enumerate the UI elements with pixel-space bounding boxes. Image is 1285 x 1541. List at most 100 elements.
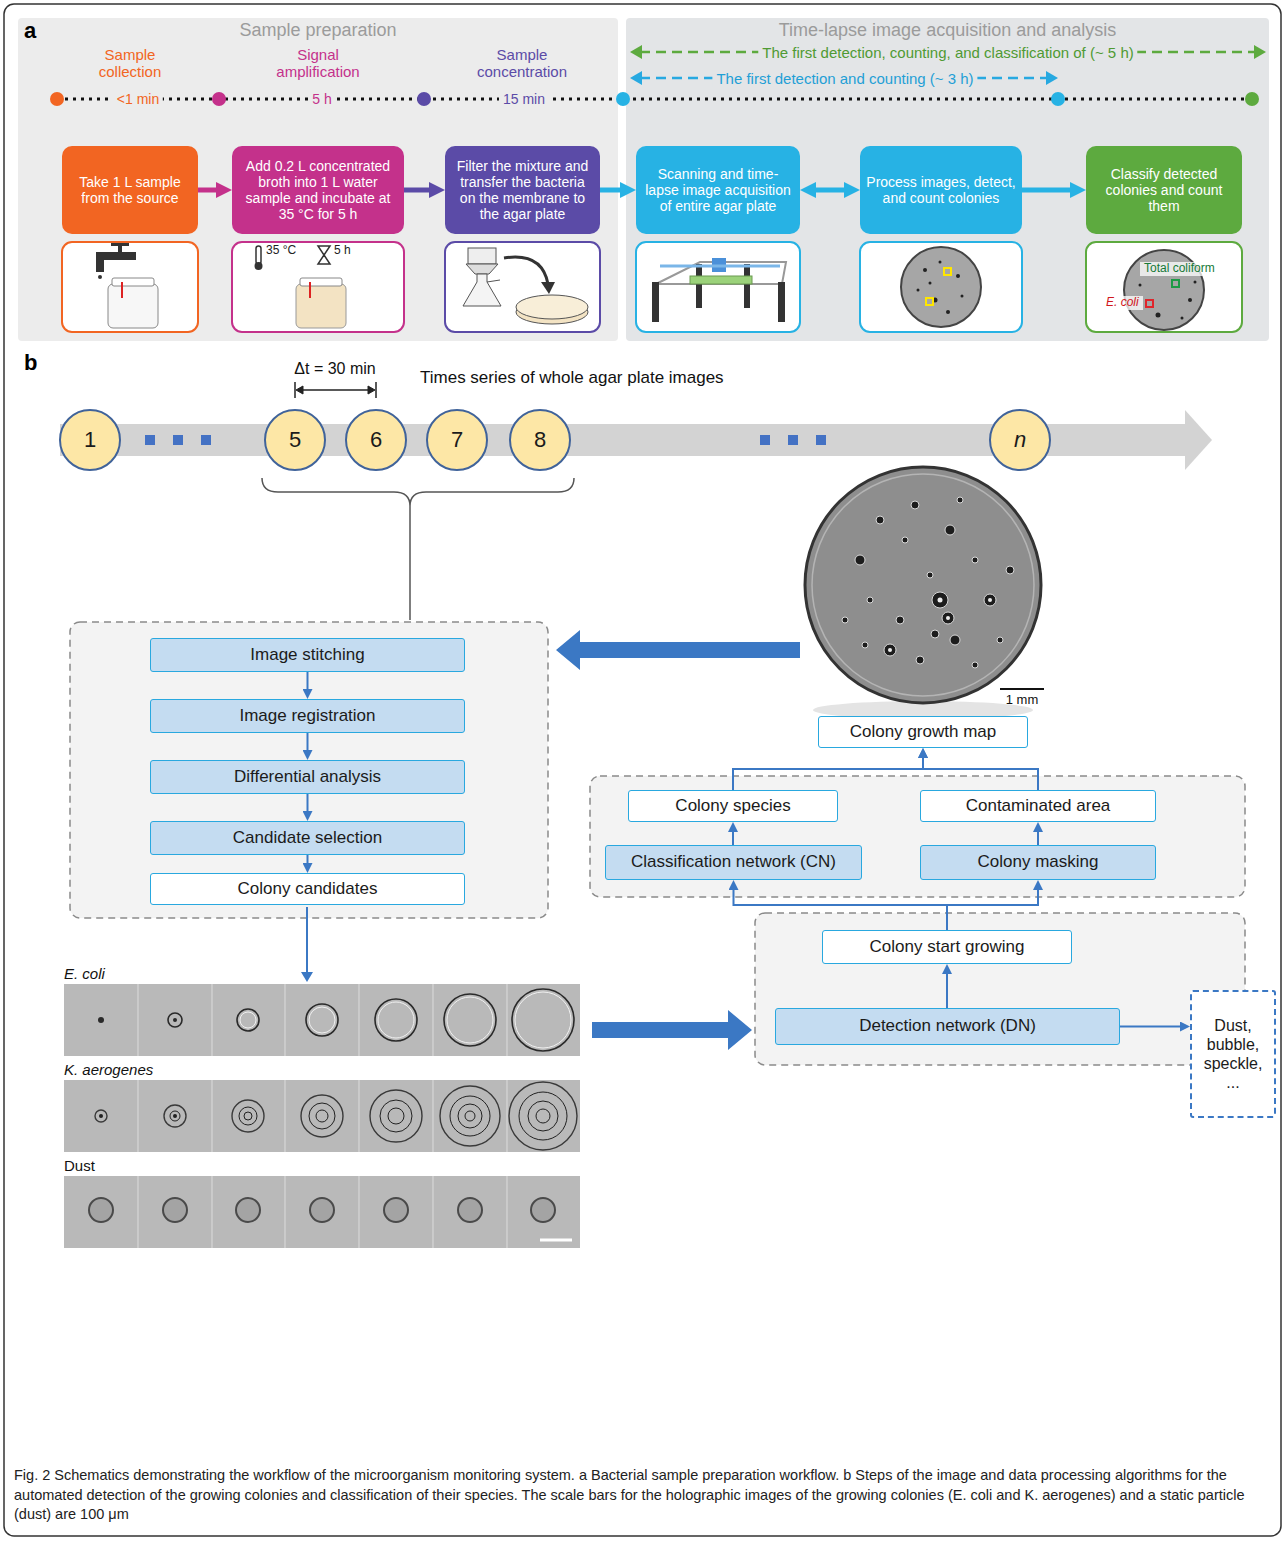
jar-icon (121, 282, 123, 298)
colony-image (95, 1110, 107, 1122)
plate-image (984, 594, 996, 606)
filter-icon (541, 282, 555, 294)
plate-image (997, 637, 1003, 643)
annotation-label: Sample collection (75, 46, 185, 81)
duration-arrow (630, 71, 642, 85)
agar-plate (1172, 280, 1179, 287)
timeline (50, 92, 64, 106)
image-frame (62, 242, 1242, 332)
dust-image (89, 1198, 113, 1222)
agar-plate (917, 289, 920, 292)
plate-image (988, 598, 992, 602)
block-arrow (592, 1010, 752, 1050)
dust-image (310, 1198, 334, 1222)
connector-arrow (1120, 1026, 1182, 1028)
node-text: Colony masking (978, 852, 1099, 872)
filter-icon (504, 257, 548, 284)
connector-arrow (600, 188, 623, 193)
frame-circle: n (989, 409, 1051, 471)
dust-image (531, 1198, 555, 1222)
node-text: Detection network (DN) (859, 1016, 1036, 1036)
filter-icon (463, 274, 501, 306)
panel-background (18, 18, 1269, 341)
colony-image (244, 1112, 252, 1120)
hourglass-icon (318, 246, 330, 264)
node-text: Dust, bubble, speckle, ... (1196, 1016, 1270, 1093)
connector-arrow (813, 188, 847, 193)
plate-image (842, 497, 1014, 668)
colony-image (528, 1101, 558, 1131)
connector-arrow (307, 672, 309, 691)
thermometer-icon (255, 262, 263, 270)
timeline (50, 92, 1259, 106)
agar-plate (944, 268, 951, 275)
plate-image (950, 635, 960, 645)
connector-arrow (732, 830, 734, 845)
block-arrow (556, 630, 800, 1050)
timeline (616, 92, 630, 106)
node-text: Differential analysis (234, 767, 381, 787)
node-text: Time-lapse image acquisition and analysi… (626, 20, 1269, 41)
colony-image (98, 1017, 104, 1023)
colony-image (380, 1100, 412, 1132)
filter-icon (463, 248, 588, 324)
annotation-label: 5 h (334, 244, 351, 258)
colony-image (301, 1095, 343, 1137)
annotation-label: Dust (64, 1157, 95, 1174)
annotation-label: 15 min (499, 91, 549, 107)
connector-arrow (307, 794, 309, 813)
annotation-label: The first detection and counting (~ 3 h) (712, 70, 977, 87)
scanner-icon (660, 265, 780, 268)
node-text: Take 1 L sample from the source (68, 174, 192, 206)
agar-plate (1139, 284, 1142, 287)
filter-icon (468, 248, 496, 264)
interval-marker (368, 386, 375, 394)
agar-plate (929, 282, 932, 285)
time-band (60, 424, 1185, 456)
panel-background (18, 18, 618, 341)
jar-icon (108, 278, 346, 328)
block-arrow (556, 630, 800, 670)
colony-image (447, 997, 493, 1043)
colony-strip (138, 984, 507, 1248)
colony-image (240, 1012, 256, 1028)
thermometer-icon (256, 246, 261, 264)
node-text: Scanning and time-lapse image acquisitio… (642, 166, 794, 214)
plate-image (805, 467, 1041, 703)
agar-plate (956, 274, 960, 278)
filter-icon (487, 280, 500, 282)
image-frame (232, 242, 404, 332)
annotation-label: 1 mm (1006, 693, 1039, 708)
connector-arrow (947, 888, 1038, 930)
frame-circle: 1 (59, 409, 121, 471)
annotation-label: 35 °C (266, 244, 296, 258)
jar-icon (112, 278, 154, 286)
duration-arrow (1046, 71, 1058, 85)
plate-image (855, 555, 865, 565)
plate-image (972, 662, 978, 668)
image-frame (860, 242, 1022, 332)
dust-image (163, 1198, 187, 1222)
node-text: 1 (84, 427, 96, 453)
annotation-label: <1 min (113, 91, 163, 107)
node-text: Classify detected colonies and count the… (1092, 166, 1236, 214)
plate-image (805, 467, 1044, 719)
step-box: Process images, detect, and count coloni… (860, 146, 1022, 234)
plate-image (927, 572, 933, 578)
agar-plate (923, 268, 927, 272)
step-box: Take 1 L sample from the source (62, 146, 198, 234)
node-text: Colony species (675, 796, 790, 816)
connector-arrow (307, 733, 309, 752)
interval-marker (296, 386, 303, 394)
faucet-icon (111, 243, 129, 246)
process-box: Image stitching (150, 638, 465, 672)
colony-strip (64, 1080, 580, 1152)
connector-arrow (404, 188, 432, 193)
group-outline (70, 622, 548, 918)
scanner-icon (656, 262, 786, 284)
time-band (145, 435, 155, 445)
step-box: Filter the mixture and transfer the bact… (445, 146, 600, 234)
node-text: Colony candidates (238, 879, 378, 899)
plate-image (812, 474, 1034, 696)
timeline (417, 92, 431, 106)
